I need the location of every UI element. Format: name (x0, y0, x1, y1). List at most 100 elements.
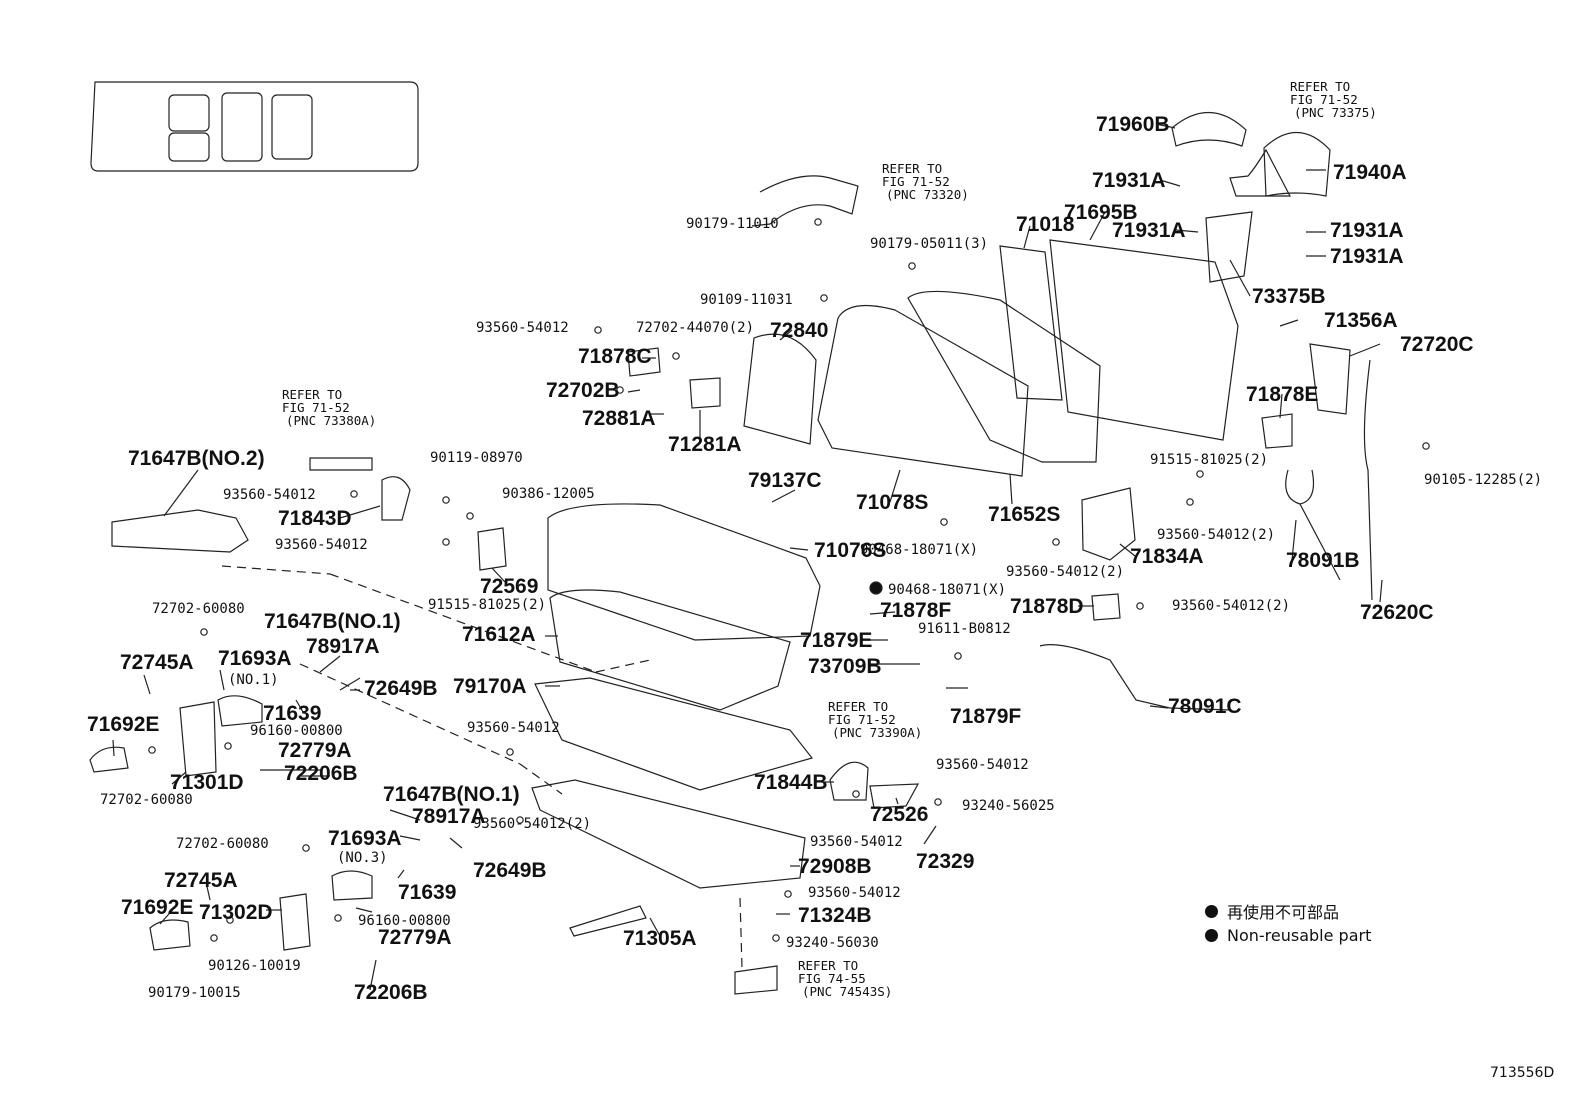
refer-note-line: (PNC 73375) (1294, 105, 1377, 120)
fastener-icon (148, 746, 156, 754)
part-label: 71693A (218, 647, 292, 670)
fastener-icon (350, 490, 358, 498)
cable-78091B (1285, 469, 1341, 581)
part-label: 72840 (770, 319, 829, 342)
leader-line (143, 674, 151, 695)
part-label: 72649B (473, 859, 547, 882)
seatback-cushion-71652S (907, 290, 1101, 463)
leader-line (159, 905, 177, 925)
fastener-icon (672, 352, 680, 360)
part-label: 72569 (480, 575, 539, 598)
fastener-label: 91611-B0812 (918, 621, 1011, 637)
part-label: 71612A (462, 623, 536, 646)
belt-assembly-73320 (751, 175, 859, 227)
leader-line (369, 959, 377, 991)
leader-line (491, 567, 506, 583)
fastener-icon (784, 890, 792, 898)
fastener-label: 90468-18071(X) (888, 582, 1007, 598)
fastener-label: 90109-11031 (700, 292, 793, 308)
leader-line (771, 489, 796, 503)
refer-note-line: REFER TO (282, 387, 343, 402)
cover-71843D (381, 476, 411, 521)
cover-71693A-no1 (217, 695, 263, 727)
fastener-label: 93560-54012 (467, 720, 560, 736)
inset-seat-icon (168, 94, 210, 132)
fastener-label: 90179-10015 (148, 985, 241, 1001)
headrest-71960B (1171, 111, 1247, 147)
leader-line (1155, 123, 1176, 129)
part-label: 71076S (814, 539, 887, 562)
part-label: 71931A (1330, 245, 1404, 268)
leader-line (1291, 519, 1297, 561)
part-label: 72620C (1360, 601, 1434, 624)
leader-line (399, 835, 421, 841)
ref-bracket-73375 (1229, 148, 1291, 197)
part-label: 71652S (988, 503, 1061, 526)
fastener-label: 90468-18071(X) (860, 542, 979, 558)
headrest-71940A (1263, 131, 1331, 197)
non-reusable-dot-icon (1205, 904, 1218, 918)
part-label: 71878C (578, 345, 652, 368)
part-label: 78091B (1286, 549, 1360, 572)
legend-row-ja: 再使用不可部品 (1205, 899, 1371, 923)
fastener-icon (200, 628, 208, 636)
fastener-label: 93240-56025 (962, 798, 1055, 814)
assembly-dashed-line (519, 763, 563, 795)
part-label: 71878D (1010, 595, 1084, 618)
hinge-71301D (179, 701, 217, 777)
part-label: 71647B(NO.2) (128, 447, 265, 470)
fastener-icon (1186, 498, 1194, 506)
part-label: 71281A (668, 433, 742, 456)
fastener-label: 93560-54012 (808, 885, 901, 901)
legend-text-ja: 再使用不可部品 (1227, 903, 1340, 922)
fastener-label: 93560-54012 (275, 537, 368, 553)
fastener-label: 93560-54012(2) (1172, 598, 1291, 614)
fastener-icon (772, 934, 780, 942)
figure-code: 713556D (1490, 1065, 1555, 1081)
fastener-label: 72702-44070(2) (636, 320, 755, 336)
refer-note-line: REFER TO (1290, 79, 1351, 94)
fastener-label: 93560-54012 (223, 487, 316, 503)
part-label: 79137C (748, 469, 822, 492)
fastener-icon (594, 326, 602, 334)
cover-71693A-no3 (331, 870, 373, 901)
part-label: 73709B (808, 655, 882, 678)
leader-line (889, 469, 901, 503)
hinge-71302D (279, 893, 311, 951)
seatback-frame-71695B (1049, 239, 1239, 441)
part-label: 71878E (1246, 383, 1319, 406)
under-tray-72908B (531, 779, 806, 889)
part-label: 71879F (950, 705, 1022, 728)
leader-line (649, 917, 661, 937)
leader-line (1159, 179, 1181, 187)
part-label: 72206B (284, 762, 358, 785)
leader-line (449, 837, 463, 849)
fastener-icon (908, 262, 916, 270)
part-label: 72329 (916, 850, 975, 873)
part-label: 71647B(NO.1) (383, 783, 520, 806)
part-label: 71844B (754, 771, 828, 794)
leader-line (355, 907, 373, 913)
assembly-dashed-line (221, 565, 331, 575)
fastener-label: 91515-81025(2) (428, 597, 547, 613)
fastener-label: (NO.1) (228, 672, 279, 688)
plate-74543S (734, 965, 778, 995)
part-label: 71305A (623, 927, 697, 950)
fastener-icon (1422, 442, 1430, 450)
fastener-label: 90119-08970 (430, 450, 523, 466)
part-label: 71843D (278, 507, 352, 530)
leader-line (112, 739, 115, 757)
leader-line (163, 469, 199, 517)
fastener-icon (616, 386, 624, 394)
assembly-dashed-line (595, 659, 651, 673)
refer-note-line: REFER TO (828, 699, 889, 714)
cushion-cover-71076S (547, 503, 821, 641)
fastener-icon (466, 512, 474, 520)
inset-seat-icon (271, 94, 313, 160)
non-reusable-dot-icon (869, 581, 883, 595)
inset-seat-icon (168, 132, 210, 162)
seatback-frame-71018 (999, 245, 1063, 401)
vehicle-seat-location-inset (90, 81, 419, 172)
